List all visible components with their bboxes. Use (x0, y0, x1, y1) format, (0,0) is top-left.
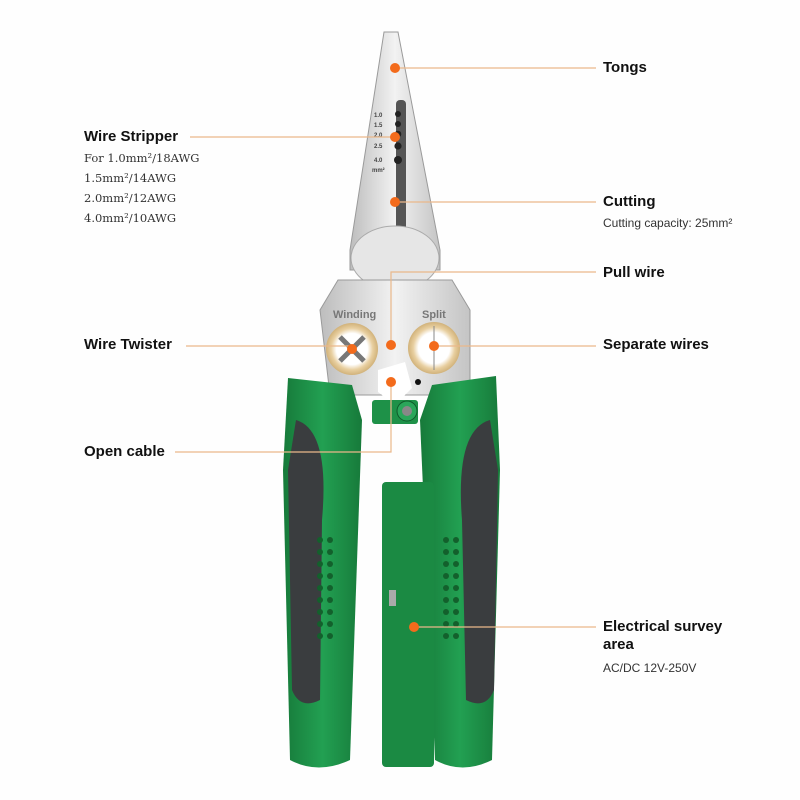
callout-cutting: Cutting Cutting capacity: 25mm² (603, 193, 732, 231)
callout-detail: 1.5mm²/14AWG (84, 171, 177, 185)
callout-title: Cutting (603, 193, 656, 210)
leader-lines (175, 67, 596, 628)
svg-text:2.0: 2.0 (374, 133, 383, 139)
svg-text:1.0: 1.0 (374, 113, 383, 119)
callout-wire-twister: Wire Twister (84, 336, 172, 354)
voltage-tester-body (382, 482, 434, 767)
callout-detail: For 1.0mm²/18AWG (84, 151, 200, 165)
svg-text:Winding: Winding (333, 309, 376, 321)
left-handle (283, 378, 362, 768)
right-handle (420, 376, 500, 768)
callout-detail: 2.0mm²/12AWG (84, 191, 177, 205)
callout-detail: AC/DC 12V-250V (603, 661, 697, 675)
callout-tongs: Tongs (603, 59, 647, 77)
callout-title: Electrical survey area (603, 618, 723, 653)
callout-title: Wire Stripper (84, 128, 179, 145)
callout-open-cable: Open cable (84, 443, 165, 461)
callout-title: Pull wire (603, 264, 665, 281)
svg-text:1.5: 1.5 (374, 123, 383, 129)
callout-separate-wires: Separate wires (603, 336, 709, 354)
svg-text:mm²: mm² (372, 167, 385, 174)
pivot-lock (372, 400, 418, 424)
callout-pull-wire: Pull wire (603, 264, 665, 282)
callout-dots (347, 63, 439, 632)
svg-text:Split: Split (422, 309, 446, 321)
callout-wire-stripper: Wire Stripper For 1.0mm²/18AWG 1.5mm²/14… (84, 128, 200, 228)
callout-title: Tongs (603, 59, 647, 76)
callout-title: Wire Twister (84, 336, 172, 353)
callout-detail: Cutting capacity: 25mm² (603, 216, 733, 230)
callout-title: Separate wires (603, 336, 709, 353)
jaw-nose: 1.0 1.5 2.0 2.5 4.0 mm² (349, 31, 441, 291)
callout-detail: 4.0mm²/10AWG (84, 211, 177, 225)
svg-text:4.0: 4.0 (374, 158, 383, 164)
callout-title: Open cable (84, 443, 165, 460)
callout-electrical-survey: Electrical survey area AC/DC 12V-250V (603, 618, 753, 676)
grip-dots-left (317, 537, 333, 639)
svg-text:2.5: 2.5 (374, 144, 383, 150)
grip-dots-right (443, 537, 459, 639)
